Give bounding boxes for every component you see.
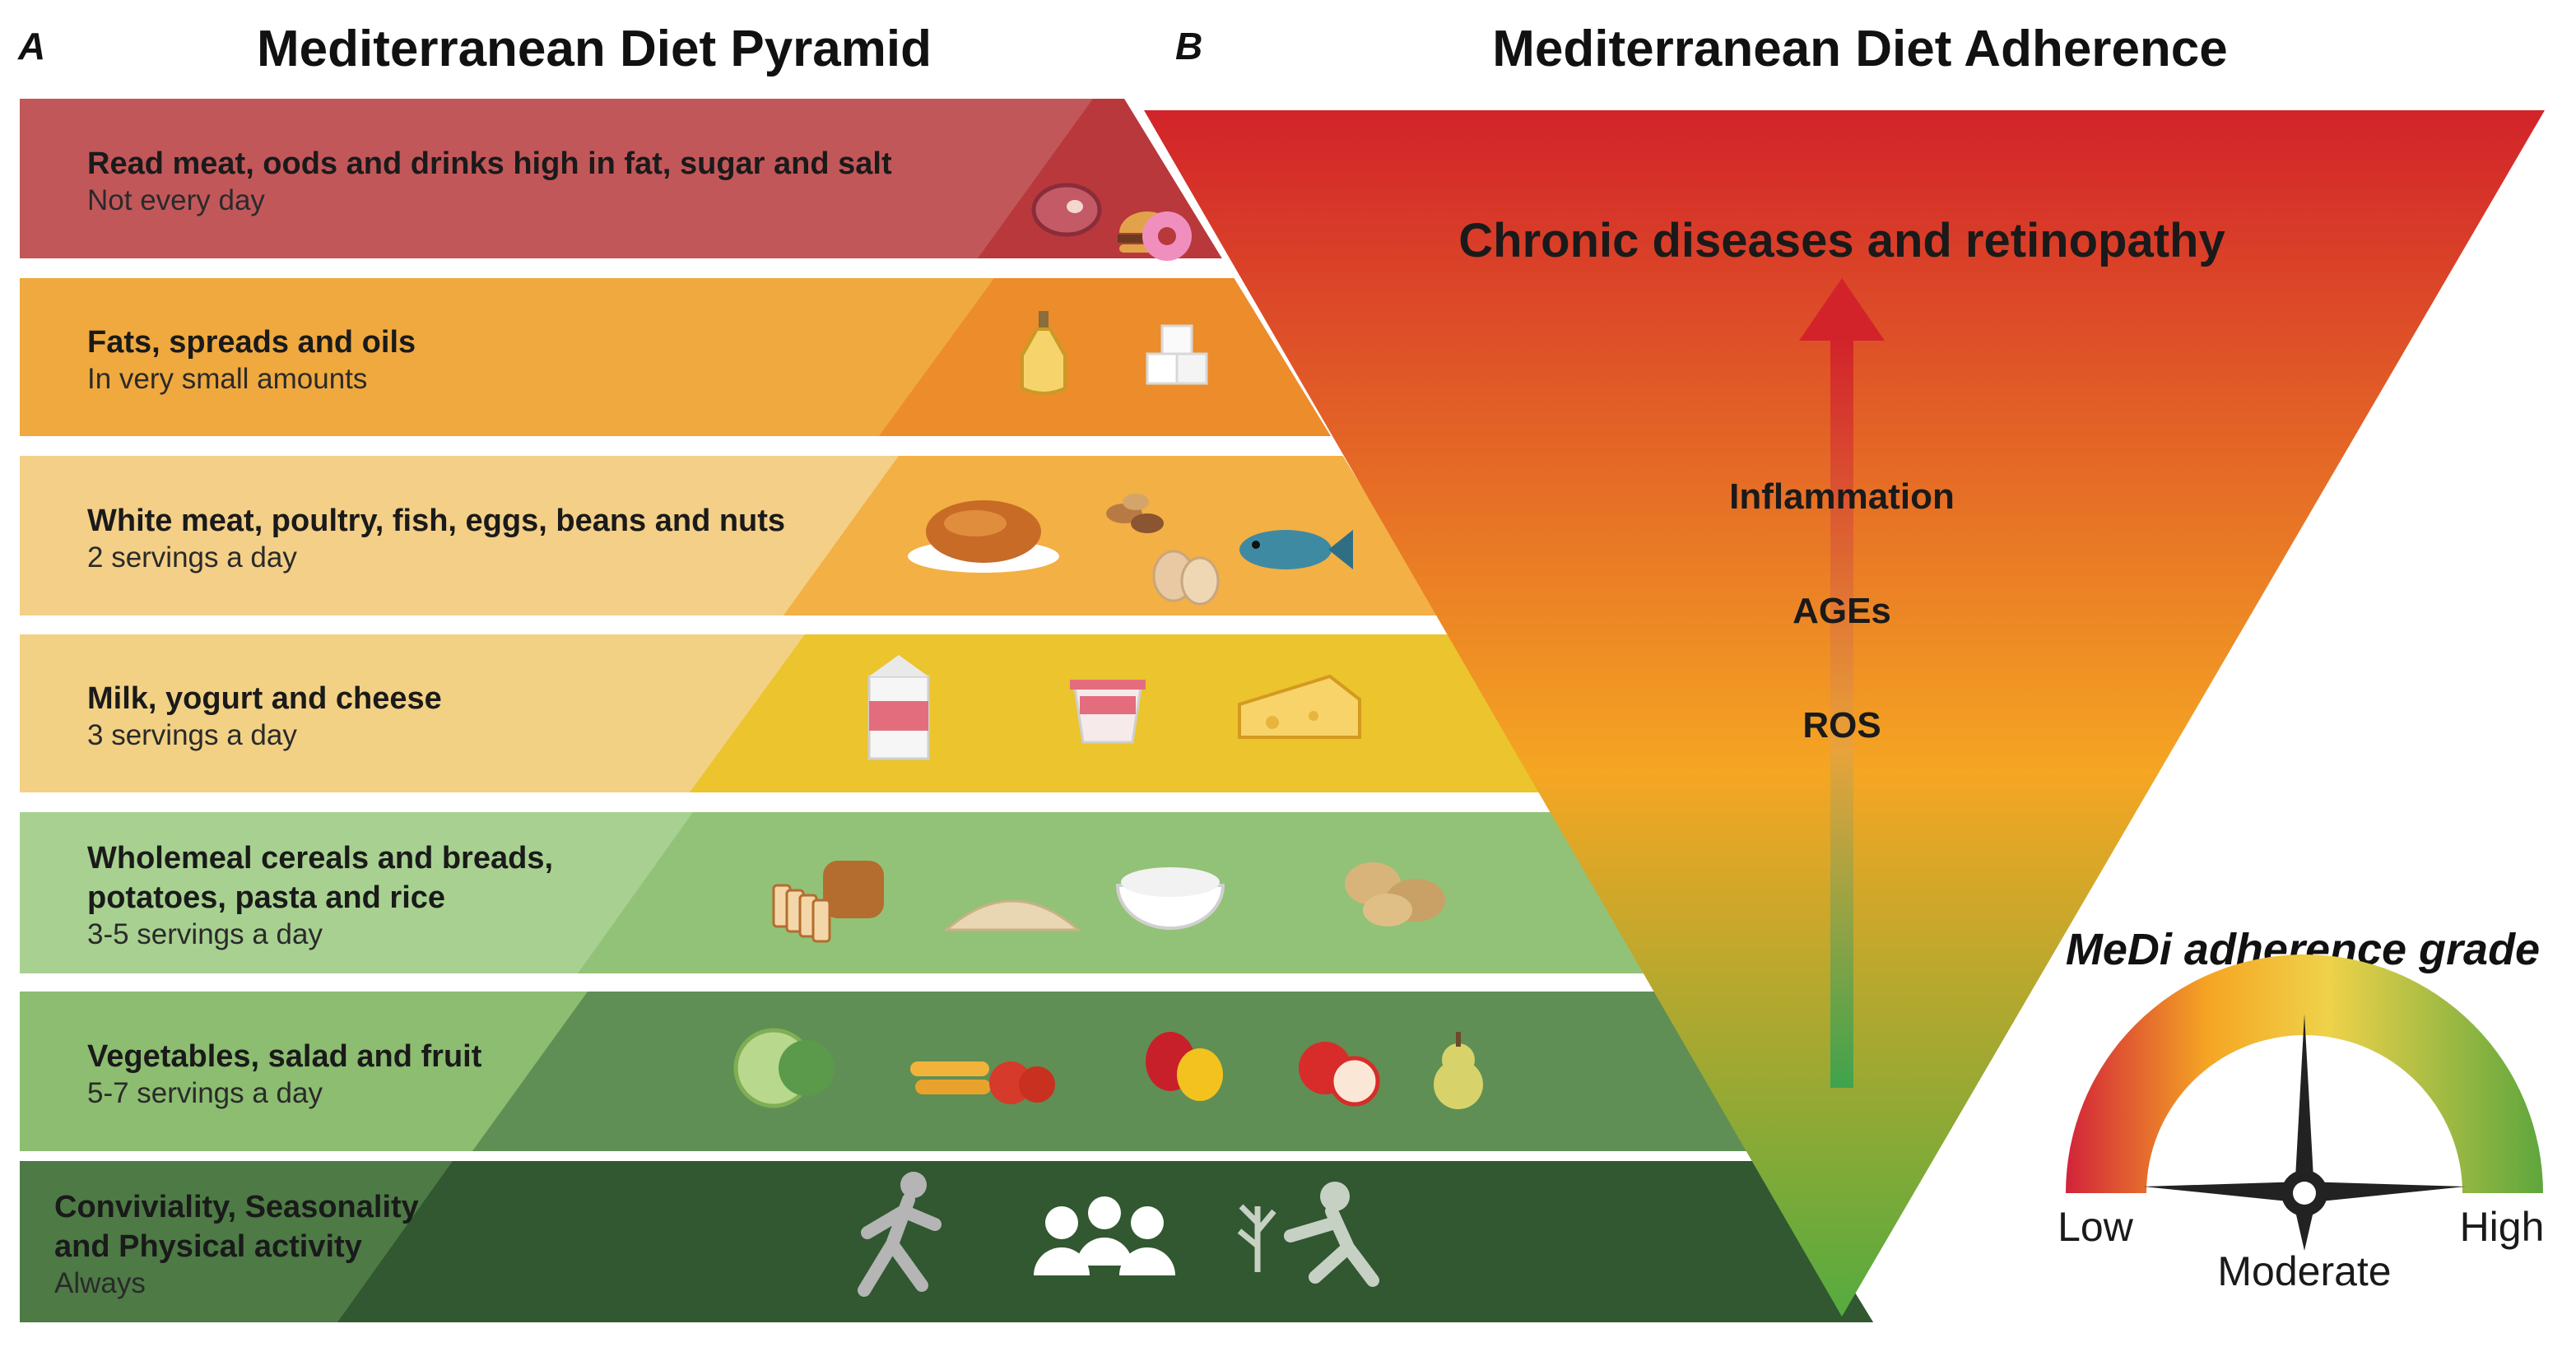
panel-b-letter: B [1175, 25, 1202, 67]
sugar-cubes-icon [1146, 324, 1208, 385]
pyramid-tier: Read meat, oods and drinks high in fat, … [20, 99, 1222, 261]
carrots-tomato-icon [910, 1061, 1055, 1104]
pyramid-tier: White meat, poultry, fish, eggs, beans a… [20, 456, 1441, 615]
tier-title: White meat, poultry, fish, eggs, beans a… [87, 504, 785, 538]
tier-band-left [20, 99, 1222, 258]
gardener-icon [1237, 1182, 1379, 1287]
eggs-icon [1152, 550, 1220, 606]
tier-title: Wholemeal cereals and breads, [87, 841, 553, 876]
gauge-low-label: Low [2058, 1204, 2134, 1250]
risk-arrow [1799, 278, 1885, 1088]
panel-a-letter: A [17, 25, 45, 67]
gauge-arc [2066, 955, 2543, 1193]
pyramid-tier: Conviviality, Seasonality and Physical ac… [20, 1161, 1874, 1322]
potatoes-icon [1345, 862, 1445, 927]
grains-icon [943, 899, 1081, 931]
tier-subtitle: In very small amounts [87, 363, 367, 395]
mechanism-inflammation: Inflammation [1729, 476, 1955, 517]
diet-pyramid: Read meat, oods and drinks high in fat, … [20, 99, 1874, 1322]
apple-icon [1299, 1042, 1380, 1107]
tier-subtitle: Always [54, 1267, 146, 1299]
pear-icon [1434, 1032, 1483, 1109]
bread-icon [772, 861, 884, 943]
donut-icon [1142, 211, 1192, 261]
panel-b-title: Mediterranean Diet Adherence [1492, 21, 2228, 77]
tier-subtitle: 3-5 servings a day [87, 918, 323, 950]
gauge-needle-pointer [2295, 1014, 2314, 1193]
roast-chicken-icon [908, 500, 1059, 573]
mechanism-ros: ROS [1802, 705, 1881, 745]
mechanism-ages: AGEs [1793, 591, 1891, 631]
tier-title: Fats, spreads and oils [87, 325, 416, 360]
tier-title: Milk, yogurt and cheese [87, 681, 442, 716]
chronic-diseases-label: Chronic diseases and retinopathy [1458, 214, 2225, 267]
steak-icon [1031, 183, 1102, 237]
panel-a: A Mediterranean Diet Pyramid Read meat, … [17, 21, 1874, 1322]
nuts-icon [1106, 494, 1164, 533]
tier-subtitle: Not every day [87, 184, 265, 216]
tier-title: Read meat, oods and drinks high in fat, … [87, 146, 892, 181]
gauge-moderate-label: Moderate [2217, 1248, 2391, 1294]
panel-a-title: Mediterranean Diet Pyramid [257, 21, 932, 77]
tier-title: Vegetables, salad and fruit [87, 1039, 482, 1074]
tier-subtitle: 3 servings a day [87, 719, 297, 751]
tier-band-right [783, 456, 1441, 615]
cabbage-icon [733, 1028, 835, 1108]
yogurt-icon [1070, 680, 1146, 744]
gauge-needle [2143, 1014, 2466, 1251]
tier-band-right [879, 278, 1331, 436]
peppers-icon [1146, 1032, 1223, 1101]
tier-title: potatoes, pasta and rice [87, 880, 445, 915]
gauge-high-label: High [2460, 1204, 2545, 1250]
adherence-gauge: MeDi adherence grade Low Moderate High [2058, 925, 2544, 1294]
risk-arrow-shaft [1830, 339, 1853, 1088]
panel-b: B Mediterranean Diet Adherence Chronic d… [1144, 21, 2545, 1317]
people-group-icon [1034, 1196, 1175, 1275]
gauge-hub-center [2293, 1182, 2316, 1205]
tier-title: and Physical activity [54, 1229, 362, 1264]
tier-title: Conviviality, Seasonality [54, 1190, 419, 1224]
pyramid-tier: Wholemeal cereals and breads, potatoes, p… [20, 812, 1660, 973]
runner-icon [858, 1172, 942, 1297]
fish-icon [1239, 530, 1353, 569]
tier-band-right [472, 992, 1769, 1151]
gauge-needle-right-arm [2304, 1182, 2466, 1203]
tier-subtitle: 2 servings a day [87, 541, 297, 574]
cheese-icon [1238, 674, 1361, 739]
olive-oil-bottle-icon [1021, 311, 1067, 395]
gauge-needle-left-arm [2143, 1182, 2304, 1203]
rice-bowl-icon [1115, 867, 1225, 930]
milk-carton-icon [867, 655, 930, 760]
tier-subtitle: 5-7 servings a day [87, 1077, 323, 1109]
risk-arrow-head [1799, 278, 1885, 341]
